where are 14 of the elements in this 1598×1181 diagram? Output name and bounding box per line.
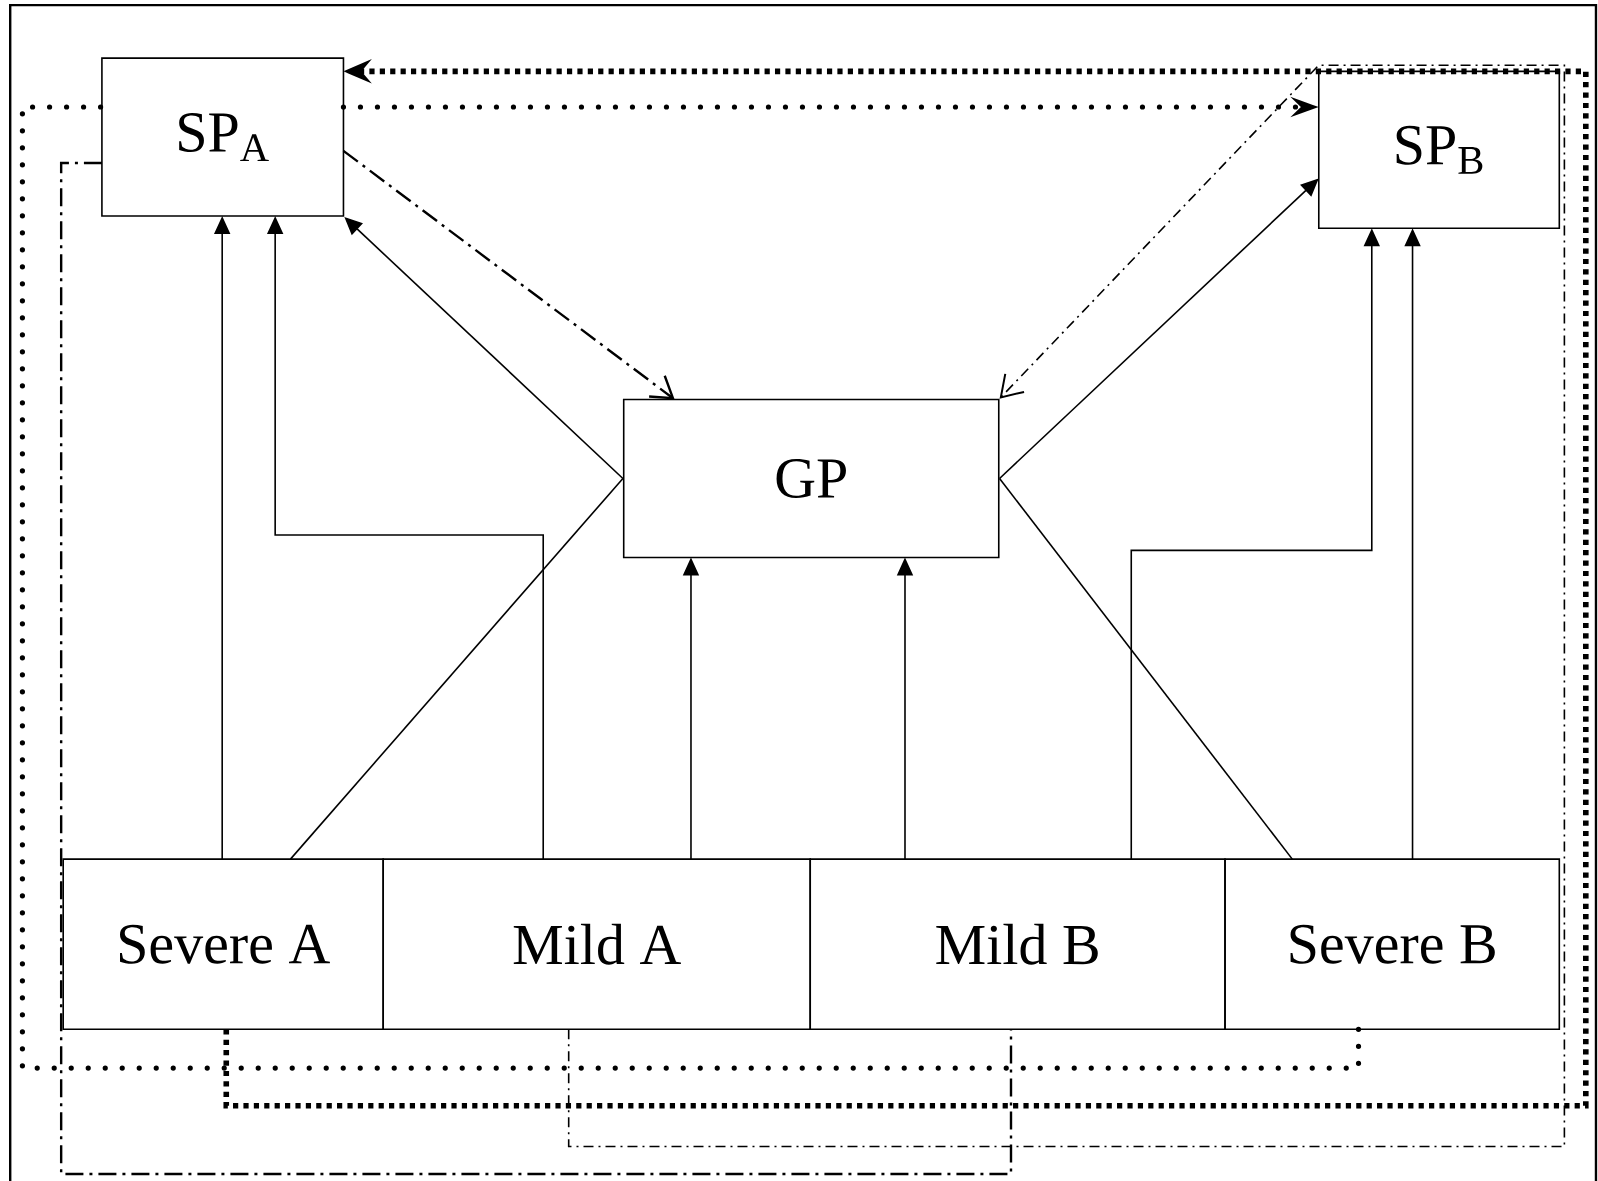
process-box: SP$_{A}$ [101,57,345,217]
arrow [342,149,675,400]
category-cell: Severe A [62,858,384,1031]
connector-line [59,161,1013,1176]
process-box: GP [622,398,1000,559]
arrow [998,178,1319,480]
category-cell: Mild B [809,858,1226,1031]
connector-line [998,477,1294,860]
connector-line [19,104,1362,1071]
process-box: SP$_{B}$ [1318,70,1561,229]
arrow [567,64,1566,1148]
category-cell: Severe B [1224,858,1561,1031]
connector-line [289,477,624,860]
category-cell: Mild A [382,858,812,1031]
